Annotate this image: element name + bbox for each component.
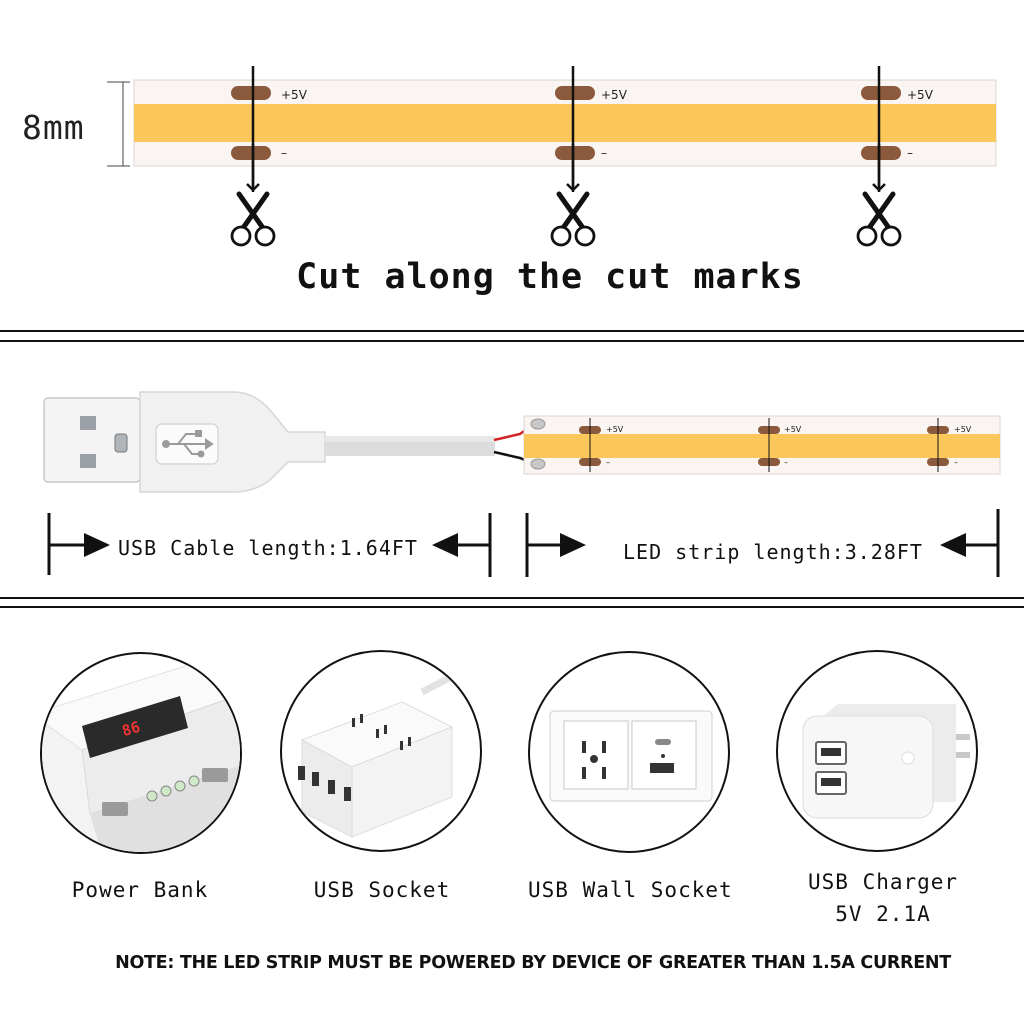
device-caption-usb-charger: USB Charger <box>808 870 959 894</box>
negative-label: – <box>907 146 913 160</box>
negative-label: – <box>281 146 287 160</box>
divider <box>0 330 1024 332</box>
positive-label: +5V <box>784 425 802 434</box>
usb-symbol-icon <box>162 430 214 458</box>
cut-instruction: Cut along the cut marks <box>296 257 804 297</box>
usb-cable-assembly <box>43 391 1001 493</box>
positive-label: +5V <box>601 88 627 102</box>
scissors-icon <box>552 144 594 245</box>
device-caption-power-bank: Power Bank <box>71 878 209 902</box>
positive-label: +5V <box>281 88 307 102</box>
power-bank-icon: 86 <box>40 652 242 854</box>
length-indicators <box>47 509 1000 577</box>
scissors-icon <box>858 144 900 245</box>
usb-cable-length: USB Cable length:1.64FT <box>118 536 418 560</box>
usb-charger-icon <box>776 650 978 852</box>
divider <box>0 606 1024 608</box>
positive-label: +5V <box>954 425 972 434</box>
negative-label: – <box>606 458 610 467</box>
divider <box>0 340 1024 342</box>
usb-socket-icon <box>280 650 482 852</box>
cut-marks <box>0 66 1024 256</box>
negative-label: – <box>601 146 607 160</box>
led-strip-closeup <box>107 79 997 167</box>
power-note: NOTE: THE LED STRIP MUST BE POWERED BY D… <box>115 953 951 973</box>
positive-label: +5V <box>606 425 624 434</box>
positive-label: +5V <box>907 88 933 102</box>
led-strip-length: LED strip length:3.28FT <box>623 540 923 564</box>
scissors-icon <box>232 144 274 245</box>
device-caption-usb-wall-socket: USB Wall Socket <box>528 878 733 902</box>
device-caption-usb-socket: USB Socket <box>313 878 451 902</box>
negative-label: – <box>784 458 788 467</box>
usb-wall-socket-icon <box>528 651 730 853</box>
dimension-label: 8mm <box>22 108 85 147</box>
divider <box>0 597 1024 599</box>
device-caption-usb-charger-detail: 5V 2.1A <box>835 902 931 926</box>
negative-label: – <box>954 458 958 467</box>
